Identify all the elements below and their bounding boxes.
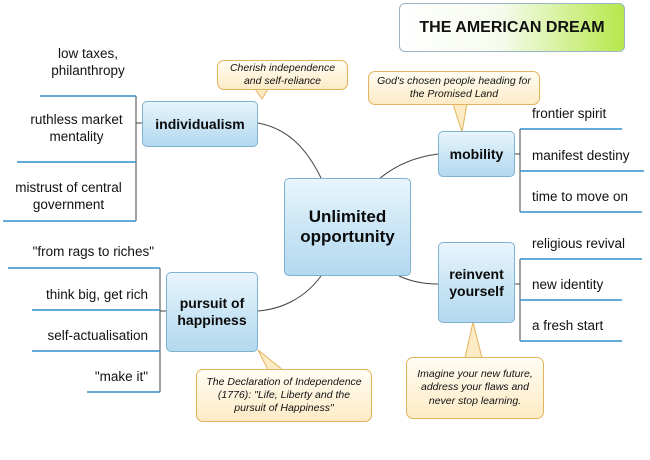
leaf-time-to-move-on[interactable]: time to move on: [532, 189, 629, 204]
callout-individualism: Cherish independence and self-reliance: [217, 60, 348, 90]
topic-pursuit-of-happiness[interactable]: pursuit of happiness: [166, 272, 258, 352]
callout-tail-pursuit: [257, 349, 285, 371]
leaf-make-it[interactable]: "make it": [94, 369, 148, 384]
topic-mobility[interactable]: mobility: [438, 131, 515, 177]
link-center-individualism: [257, 122, 322, 179]
leaf-ruthless-market[interactable]: ruthless market mentality: [30, 112, 123, 144]
leaf-low-taxes[interactable]: low taxes, philanthropy: [51, 46, 125, 78]
callout-mobility: God's chosen people heading for the Prom…: [368, 71, 540, 105]
bracket-reinvent: [515, 259, 521, 341]
map-title: THE AMERICAN DREAM: [399, 3, 625, 52]
callout-tail-reinvent: [464, 321, 483, 359]
leaf-fresh-start[interactable]: a fresh start: [532, 318, 604, 333]
callout-pursuit-of-happiness: The Declaration of Independence (1776): …: [196, 369, 372, 422]
leaf-manifest-destiny[interactable]: manifest destiny: [532, 148, 630, 163]
bracket-individualism: [135, 96, 142, 221]
link-center-reinvent: [398, 275, 439, 285]
leaf-think-big[interactable]: think big, get rich: [45, 287, 148, 302]
leaf-mistrust-government[interactable]: mistrust of central government: [15, 180, 122, 212]
leaf-new-identity[interactable]: new identity: [532, 277, 604, 292]
leaf-self-actualisation[interactable]: self-actualisation: [47, 328, 148, 343]
leaf-rags-to-riches[interactable]: "from rags to riches": [32, 244, 154, 259]
link-center-pursuit: [257, 275, 322, 312]
leaf-religious-revival[interactable]: religious revival: [532, 236, 626, 251]
topic-individualism[interactable]: individualism: [142, 101, 258, 147]
topic-reinvent-yourself[interactable]: reinvent yourself: [438, 242, 515, 323]
link-center-mobility: [377, 153, 439, 181]
callout-tail-mobility: [452, 103, 468, 133]
bracket-mobility: [515, 129, 521, 212]
leaf-frontier-spirit[interactable]: frontier spirit: [532, 106, 607, 121]
central-topic[interactable]: Unlimited opportunity: [284, 178, 411, 276]
callout-reinvent-yourself: Imagine your new future, address your fl…: [406, 357, 544, 419]
